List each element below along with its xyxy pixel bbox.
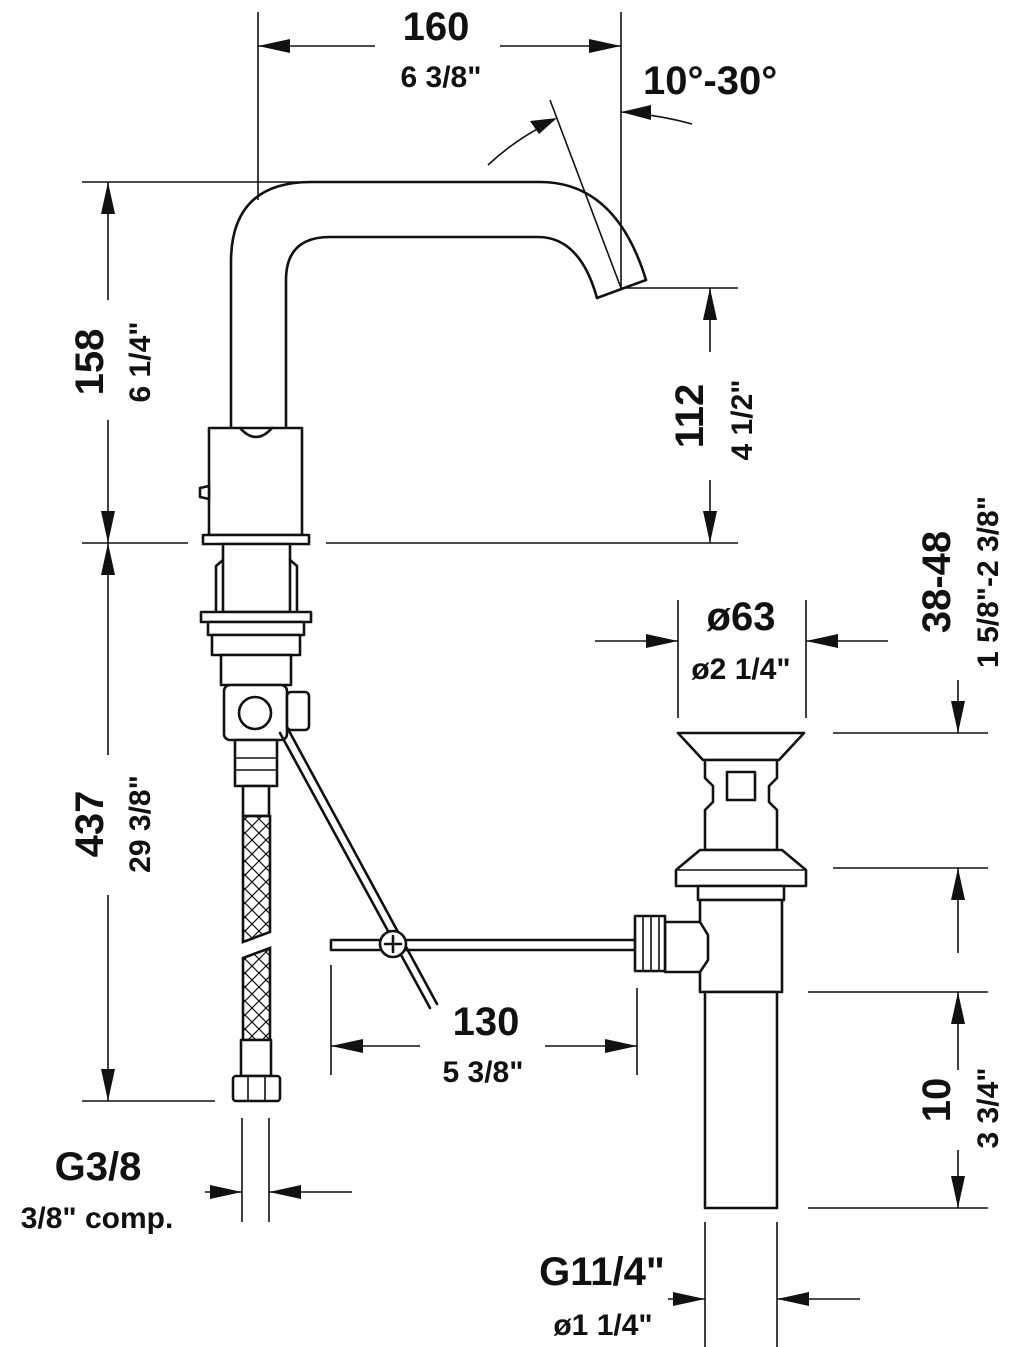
height-mm-label: 158 — [68, 329, 112, 396]
arrow-158-bottom — [101, 511, 115, 543]
arrow-437-bottom — [101, 1069, 115, 1101]
rod-inch-label: 5 3/8" — [443, 1056, 524, 1089]
angle-arc-left — [487, 124, 546, 166]
length-mm-label: 437 — [68, 791, 112, 858]
arrow-angle-left — [530, 118, 557, 134]
arrow-g114-right — [777, 1292, 809, 1306]
valve-side-knob — [285, 690, 311, 732]
arrow-63-right — [806, 634, 838, 648]
faucet — [198, 180, 648, 1222]
tail-inch-label: 3 3/4" — [972, 1068, 1005, 1149]
popup-inch-label: ø2 1/4" — [691, 653, 790, 686]
mount-nut — [206, 620, 306, 637]
shank-thread-left — [214, 558, 225, 614]
thickness-inch-label: 1 5/8"-2 3/8" — [972, 496, 1005, 668]
angle-label: 10°-30° — [643, 59, 777, 103]
pivot-housing — [663, 920, 710, 974]
drain-body — [698, 898, 784, 994]
waste-thread-label: G11/4" — [539, 1250, 665, 1294]
pivot-nut-lines — [642, 916, 660, 971]
waste-inch-label: ø1 1/4" — [553, 1309, 652, 1342]
popup-mm-label: ø63 — [707, 595, 776, 639]
height-inch-label: 6 1/4" — [124, 322, 157, 403]
arrow-3848 — [951, 701, 965, 733]
tail-mm-label: 10 — [915, 1078, 959, 1123]
tailpiece-center — [704, 1222, 778, 1347]
hose-ferrule-bottom — [239, 1038, 273, 1078]
supply-inch-label: 3/8" comp. — [21, 1202, 174, 1235]
rod-clip-cross — [383, 934, 403, 954]
arrow-10-bottom — [951, 1176, 965, 1208]
drain-cap — [676, 731, 806, 762]
angle-ref-line — [549, 99, 622, 289]
hose-lower — [241, 946, 272, 1042]
drain-nut — [696, 884, 786, 902]
mount-nut-lower — [210, 633, 302, 657]
shank-thread-right — [288, 558, 299, 614]
lift-rod-diagonal-edge — [286, 727, 439, 1006]
lift-rod-diagonal — [278, 731, 432, 1010]
lever-stub — [198, 484, 211, 501]
pivot-rod — [329, 938, 637, 952]
outlet-mm-label: 112 — [668, 384, 712, 449]
arrow-g38-right — [269, 1185, 301, 1199]
thickness-mm-label: 38-48 — [915, 531, 959, 633]
drain-window — [725, 770, 757, 802]
hose-ferrule-top — [241, 784, 271, 818]
arrow-130-right — [605, 1039, 637, 1053]
hose-upper — [241, 814, 272, 944]
handle-notch — [238, 426, 274, 439]
arrow-g38-left — [210, 1185, 242, 1199]
arrow-112-bottom — [703, 511, 717, 543]
hose-bottom-nut — [231, 1074, 282, 1103]
reach-mm-label: 160 — [403, 5, 470, 49]
arrow-158-top — [101, 182, 115, 214]
length-inch-label: 29 3/8" — [124, 775, 157, 873]
pivot-nut — [633, 914, 667, 973]
drain-flange — [674, 848, 808, 888]
outlet-inch-label: 4 1/2" — [726, 380, 759, 461]
reach-inch-label: 6 3/8" — [401, 61, 482, 94]
arrow-g114-left — [673, 1292, 705, 1306]
hose-top-nut-lines — [235, 757, 277, 771]
rod-mm-label: 130 — [453, 1000, 520, 1044]
dimension-lines — [82, 12, 988, 1306]
arrow-angle-right — [621, 105, 651, 120]
handle-body — [207, 426, 304, 537]
supply-pipe-lines — [241, 1118, 270, 1222]
spout-outline — [229, 180, 648, 430]
arrow-10-top — [951, 992, 965, 1024]
arrow-63-left — [646, 634, 678, 648]
supply-thread-label: G3/8 — [55, 1145, 142, 1189]
arrow-437-top — [101, 543, 115, 575]
shank — [221, 542, 292, 614]
arrow-reach-left — [258, 39, 290, 53]
connector-body — [219, 653, 293, 687]
mount-washer — [199, 610, 313, 624]
arrow-flange-top — [951, 868, 965, 900]
arrow-reach-right — [589, 39, 621, 53]
hose-top-nut — [233, 738, 279, 788]
drain-tailpiece — [703, 990, 779, 1210]
arrow-112-top — [703, 288, 717, 320]
arrow-130-left — [331, 1039, 363, 1053]
valve-disc — [237, 695, 273, 731]
dimension-labels: 160 6 3/8" 10°-30° 158 6 1/4" 112 4 1/2"… — [21, 5, 1005, 1342]
spout-inner-outline — [284, 235, 599, 430]
hose-bottom-nut-lines — [247, 1076, 266, 1101]
pop-up-drain — [329, 731, 808, 1347]
base-flange — [201, 533, 311, 546]
spout-tip — [595, 278, 648, 300]
